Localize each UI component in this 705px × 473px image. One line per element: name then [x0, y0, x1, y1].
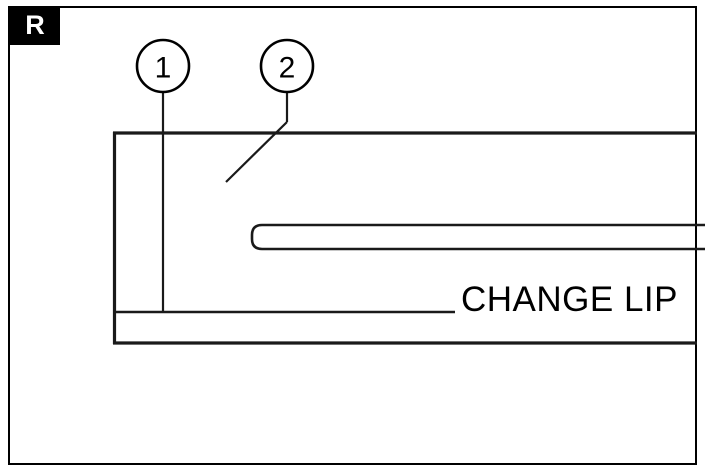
callout-2-number: 2	[279, 52, 296, 85]
change-lip-label: CHANGE LIP	[461, 280, 678, 319]
callout-2-circle[interactable]	[259, 38, 315, 94]
callout-1-number: 1	[155, 52, 172, 85]
panel-label-text: R	[25, 10, 45, 40]
inner-rounded-bar	[250, 223, 705, 251]
callout-1-circle[interactable]	[135, 38, 191, 94]
callout-2-leader-diagonal	[225, 121, 288, 183]
panel-label-badge: R	[10, 6, 60, 45]
figure-border	[8, 6, 697, 465]
